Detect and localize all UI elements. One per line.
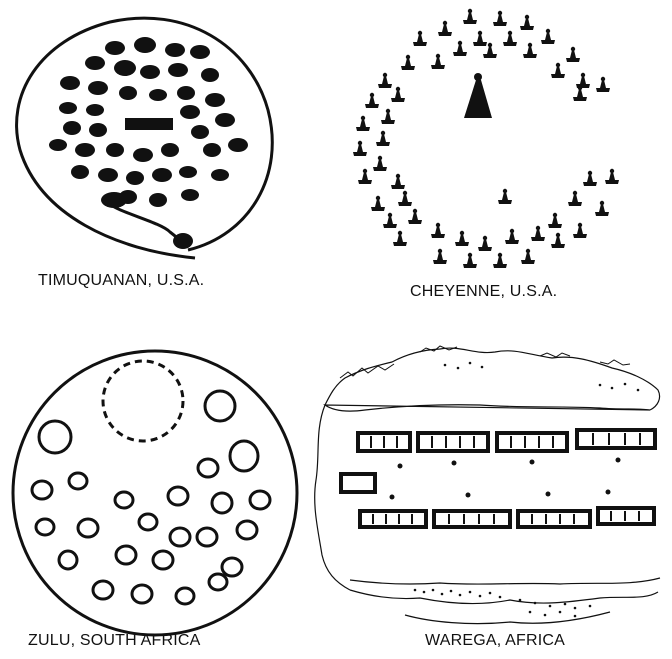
- timuquanan-end-hut: [173, 233, 193, 249]
- warega-forest-clearing-edge: [325, 348, 660, 411]
- zulu-kraal-plan: [13, 351, 297, 635]
- warega-forest-stipple: [414, 362, 640, 618]
- caption-timuquanan: TIMUQUANAN, U.S.A.: [38, 272, 204, 290]
- warega-lower-edge: [350, 578, 660, 624]
- warega-central-house: [341, 474, 375, 492]
- timuquanan-central-council-house: [125, 118, 173, 130]
- caption-zulu: ZULU, SOUTH AFRICA: [28, 632, 201, 650]
- caption-warega: WAREGA, AFRICA: [425, 632, 565, 650]
- timuquanan-palisade: [17, 18, 273, 258]
- warega-fireplace-dots: [390, 458, 621, 500]
- cheyenne-camp-circle: [353, 9, 619, 268]
- cheyenne-central-lodge: [464, 73, 492, 118]
- warega-side-edge: [315, 405, 350, 590]
- warega-lower-row-houses: [360, 508, 654, 527]
- warega-upper-row-houses: [358, 430, 655, 451]
- zulu-huts: [32, 391, 270, 604]
- timuquanan-village-plan: [17, 18, 273, 258]
- zulu-cattle-pen: [103, 361, 183, 441]
- warega-village-plan: [315, 346, 660, 624]
- warega-forest-clearing-edge-detail: [340, 346, 630, 378]
- caption-cheyenne: CHEYENNE, U.S.A.: [410, 283, 557, 301]
- timuquanan-entrance-path: [108, 203, 184, 243]
